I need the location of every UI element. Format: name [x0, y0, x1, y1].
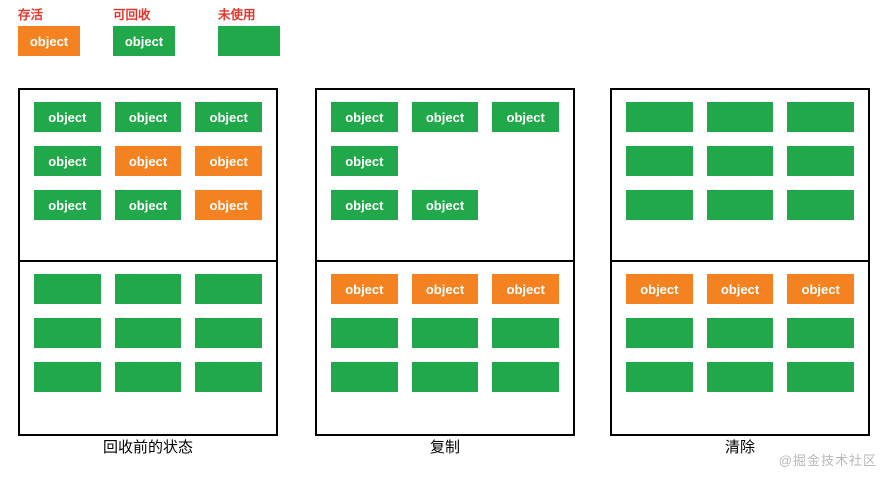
object-block: object — [331, 190, 398, 220]
legend-unused: 未使用 — [218, 8, 280, 56]
legend: 存活 object 可回收 object 未使用 — [0, 8, 891, 70]
object-row — [331, 318, 560, 348]
object-row: object object object — [34, 102, 263, 132]
object-block — [787, 102, 855, 132]
object-block — [706, 102, 774, 132]
panel-copy-bottom-region: object object object — [317, 262, 573, 434]
empty-slot — [492, 190, 559, 220]
object-block: object — [34, 190, 101, 220]
object-block — [626, 362, 693, 392]
object-block — [114, 318, 182, 348]
watermark: @掘金技术社区 — [778, 453, 877, 468]
legend-unused-swatch — [218, 26, 280, 56]
object-block: object — [114, 190, 182, 220]
object-row: object object object — [626, 274, 855, 304]
object-row — [626, 318, 855, 348]
object-block — [706, 146, 774, 176]
object-block: object — [195, 146, 263, 176]
object-block: object — [626, 274, 693, 304]
panel-clear-bottom-region: object object object — [612, 262, 868, 434]
object-block — [706, 190, 774, 220]
object-block: object — [706, 274, 774, 304]
object-row — [626, 146, 855, 176]
panel-copy-top-region: object object object object object object — [317, 90, 573, 262]
object-row — [626, 102, 855, 132]
object-block — [626, 318, 693, 348]
legend-unused-label: 未使用 — [218, 8, 256, 22]
object-block — [411, 318, 479, 348]
object-block — [787, 146, 855, 176]
object-block — [331, 362, 398, 392]
object-row — [34, 318, 263, 348]
empty-slot — [412, 146, 479, 176]
object-block — [195, 362, 263, 392]
object-block — [34, 274, 101, 304]
object-block — [492, 362, 560, 392]
panel-before-gc-caption: 回收前的状态 — [102, 439, 193, 456]
object-block — [706, 362, 774, 392]
legend-recyclable-swatch: object — [113, 26, 175, 56]
object-row: object object object — [331, 274, 560, 304]
object-row: object object — [331, 190, 559, 220]
object-block — [492, 318, 560, 348]
panel-clear-top-region — [612, 90, 868, 262]
object-row — [34, 362, 263, 392]
object-block — [34, 362, 101, 392]
object-block: object — [492, 102, 560, 132]
object-block — [114, 362, 182, 392]
object-block — [787, 362, 855, 392]
object-row — [626, 190, 855, 220]
panel-clear-caption: 清除 — [724, 439, 755, 456]
object-block: object — [787, 274, 855, 304]
object-row: object object object — [331, 102, 560, 132]
legend-recyclable: 可回收 object — [113, 8, 175, 56]
object-block: object — [331, 274, 398, 304]
object-block — [114, 274, 182, 304]
object-block: object — [34, 146, 101, 176]
object-block — [626, 102, 693, 132]
panel-before-gc-bottom-region — [20, 262, 276, 434]
object-block — [195, 274, 263, 304]
panel-copy-caption: 复制 — [429, 439, 460, 456]
object-block — [626, 146, 693, 176]
object-block: object — [331, 102, 398, 132]
object-row — [626, 362, 855, 392]
object-row: object object object — [34, 146, 263, 176]
object-block: object — [114, 146, 182, 176]
object-row: object — [331, 146, 559, 176]
legend-alive-swatch: object — [18, 26, 80, 56]
object-block — [195, 318, 263, 348]
object-row — [34, 274, 263, 304]
object-block — [787, 190, 855, 220]
object-block: object — [195, 102, 263, 132]
object-row — [331, 362, 560, 392]
object-block — [787, 318, 855, 348]
object-block: object — [34, 102, 101, 132]
object-row: object object object — [34, 190, 263, 220]
object-block: object — [331, 146, 398, 176]
legend-alive-label: 存活 — [18, 8, 44, 22]
object-block — [34, 318, 101, 348]
object-block: object — [195, 190, 263, 220]
object-block: object — [411, 102, 479, 132]
object-block: object — [492, 274, 560, 304]
object-block — [331, 318, 398, 348]
object-block — [411, 362, 479, 392]
legend-alive: 存活 object — [18, 8, 80, 56]
object-block — [626, 190, 693, 220]
object-block — [706, 318, 774, 348]
object-block: object — [411, 274, 479, 304]
object-block: object — [114, 102, 182, 132]
legend-recyclable-label: 可回收 — [113, 8, 151, 22]
panel-captions: 回收前的状态 复制 清除 — [0, 436, 891, 466]
panel-clear: object object object — [610, 88, 870, 436]
empty-slot — [492, 146, 559, 176]
object-block: object — [411, 190, 479, 220]
